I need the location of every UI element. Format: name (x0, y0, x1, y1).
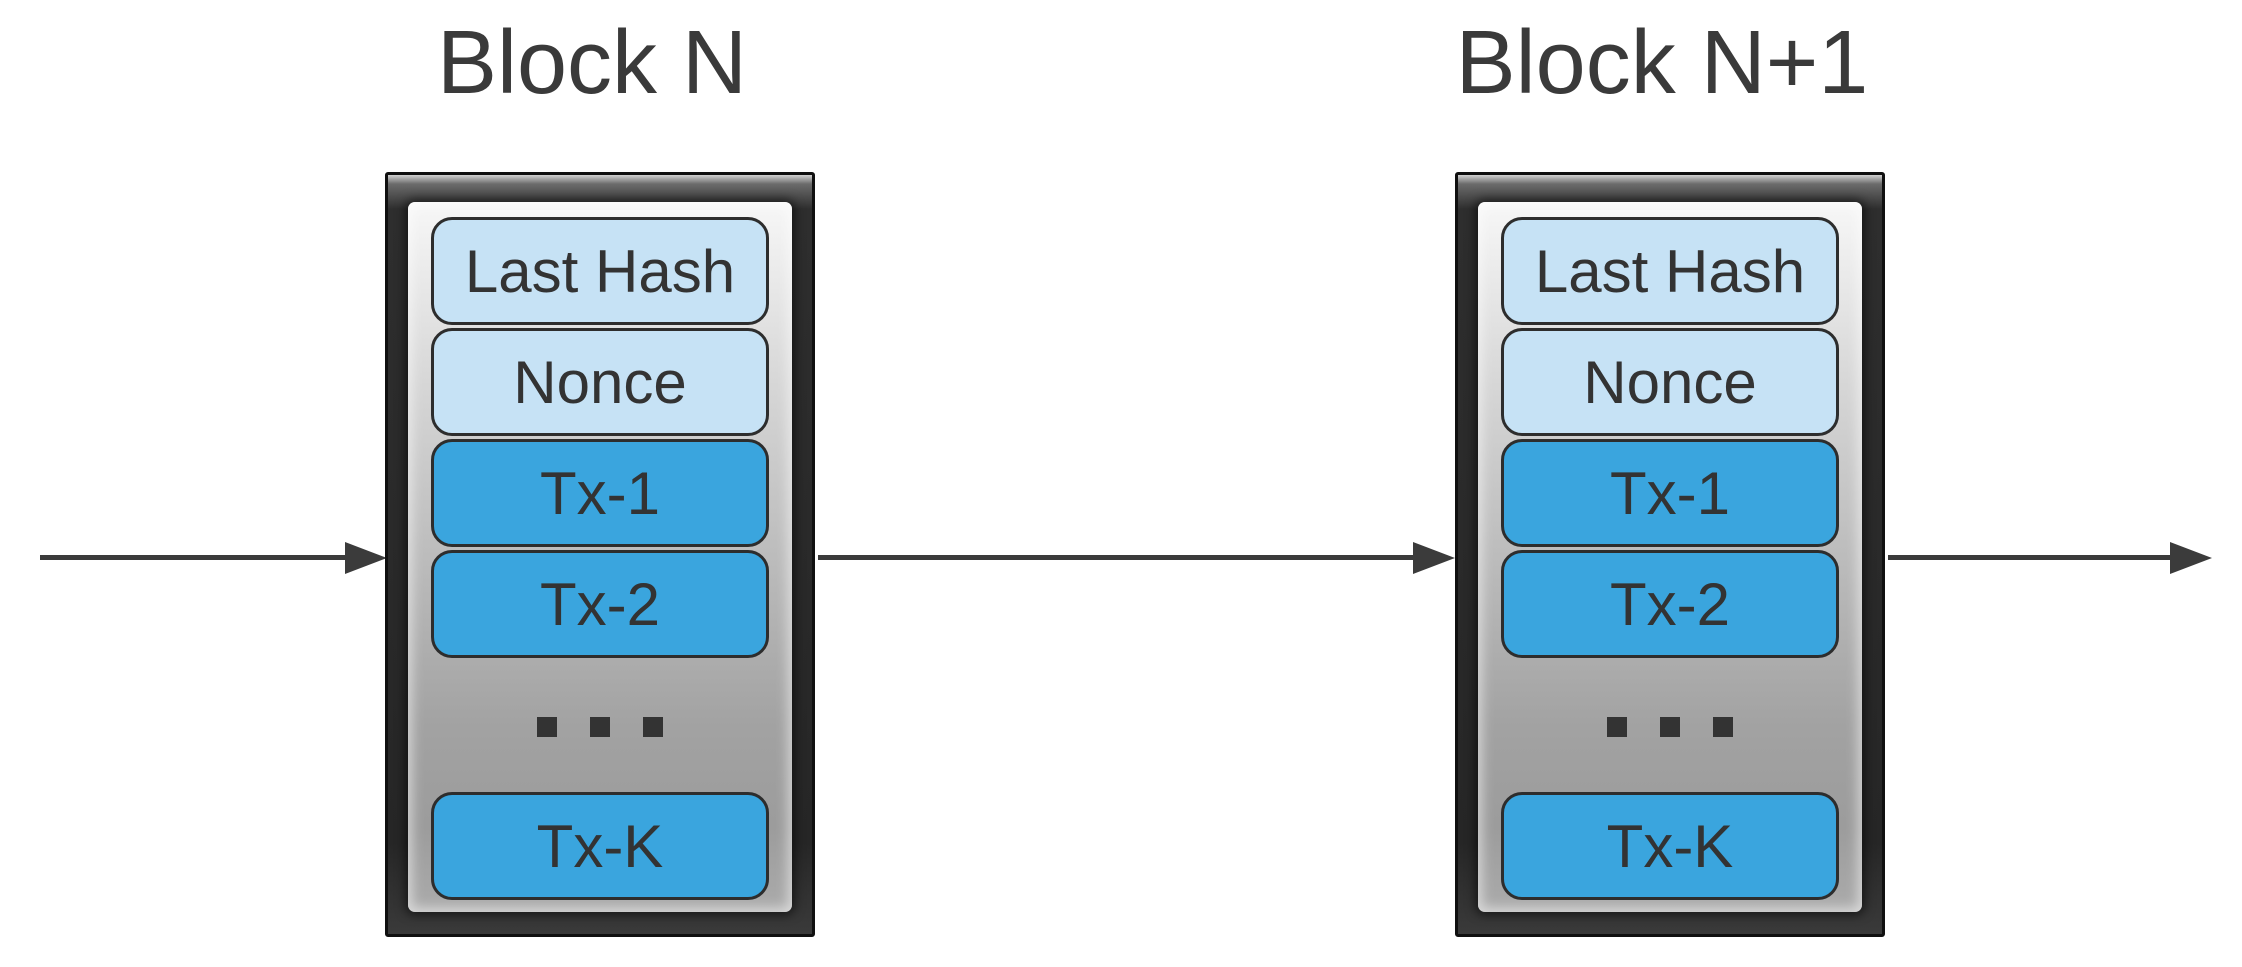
ellipsis-dot-icon (643, 716, 663, 737)
cell-last-hash: Last Hash (1501, 217, 1839, 325)
cell-tx-1: Tx-1 (1501, 439, 1839, 547)
block-n-panel: Last Hash Nonce Tx-1 Tx-2 Tx-K (408, 202, 792, 912)
ellipsis-dot-icon (537, 716, 557, 737)
block-n-title: Block N (436, 13, 748, 113)
cell-label: Last Hash (464, 237, 736, 305)
block-n1-panel: Last Hash Nonce Tx-1 Tx-2 Tx-K (1478, 202, 1862, 912)
cell-label: Tx-K (1606, 812, 1734, 880)
cell-label: Tx-1 (540, 459, 660, 527)
cell-tx-k: Tx-K (431, 792, 769, 900)
cell-last-hash: Last Hash (431, 217, 769, 325)
cell-tx-2: Tx-2 (431, 550, 769, 658)
cell-label: Tx-1 (1610, 459, 1730, 527)
cell-label: Nonce (513, 348, 687, 416)
ellipsis-dot-icon (1713, 716, 1733, 737)
arrow-right-head-icon (2170, 542, 2212, 574)
ellipsis-icon (1501, 661, 1839, 792)
cell-tx-1: Tx-1 (431, 439, 769, 547)
cell-tx-k: Tx-K (1501, 792, 1839, 900)
arrow-shaft (1888, 555, 2176, 560)
ellipsis-dot-icon (1607, 716, 1627, 737)
arrow-block-n-to-block-n1 (818, 542, 1455, 574)
ellipsis-dot-icon (590, 716, 610, 737)
cell-label: Nonce (1583, 348, 1757, 416)
arrow-right-head-icon (1413, 542, 1455, 574)
arrow-right-head-icon (345, 542, 387, 574)
block-n1: Last Hash Nonce Tx-1 Tx-2 Tx-K (1455, 172, 1885, 937)
cell-tx-2: Tx-2 (1501, 550, 1839, 658)
cell-label: Tx-2 (1610, 570, 1730, 638)
arrow-out-of-block-n1 (1888, 542, 2212, 574)
arrow-into-block-n (40, 542, 387, 574)
block-n: Last Hash Nonce Tx-1 Tx-2 Tx-K (385, 172, 815, 937)
cell-nonce: Nonce (431, 328, 769, 436)
ellipsis-icon (431, 661, 769, 792)
block-n1-title: Block N+1 (1455, 13, 1869, 113)
cell-label: Tx-K (536, 812, 664, 880)
ellipsis-dot-icon (1660, 716, 1680, 737)
arrow-shaft (818, 555, 1419, 560)
cell-nonce: Nonce (1501, 328, 1839, 436)
cell-label: Last Hash (1534, 237, 1806, 305)
arrow-shaft (40, 555, 351, 560)
cell-label: Tx-2 (540, 570, 660, 638)
